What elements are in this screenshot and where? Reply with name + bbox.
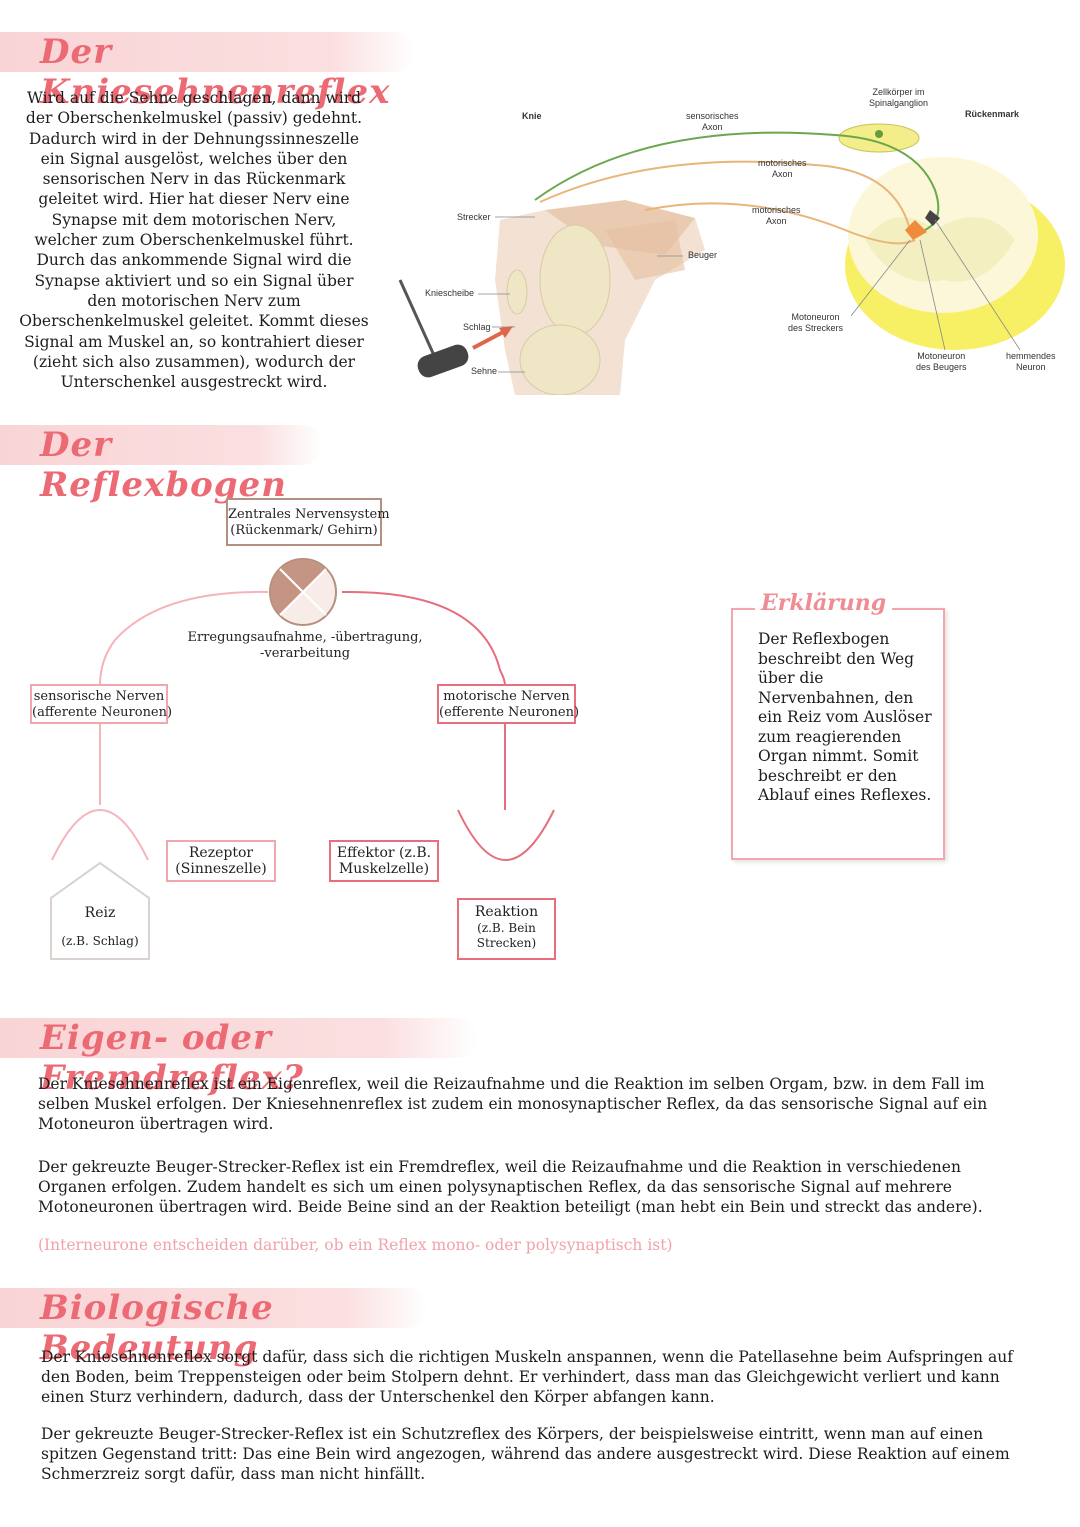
bedeutung-paragraph-2: Der gekreuzte Beuger-Strecker-Reflex ist…	[41, 1425, 1010, 1483]
reiz-shape	[50, 861, 150, 960]
label-sensorisches-axon: sensorisches Axon	[686, 111, 739, 132]
intro-paragraph: Wird auf die Sehne geschlagen, dann wird…	[6, 88, 382, 392]
box-zns: Zentrales Nervensystem (Rückenmark/ Gehi…	[226, 498, 390, 546]
intro-line: Wird auf die Sehne geschlagen, dann wird	[26, 89, 362, 107]
intro-line: der Oberschenkelmuskel (passiv) gedehnt.	[25, 109, 363, 128]
box-reaktion: Reaktion (z.B. Bein Strecken)	[457, 898, 556, 960]
intro-line: Durch das ankommende Signal wird die	[36, 251, 352, 270]
intro-line: ein Signal ausgelöst, welches über den	[40, 149, 348, 168]
label-rueckenmark: Rückenmark	[965, 109, 1020, 119]
intro-line: sensorischen Nerv in das Rückenmark	[42, 170, 346, 189]
reiz-label: Reiz	[84, 905, 116, 921]
intro-line: Oberschenkelmuskel geleitet. Kommt diese…	[19, 312, 369, 331]
heading-eigen-fremdreflex: Eigen- oder Fremdreflex?	[0, 1018, 478, 1098]
eigen-note: (Interneurone entscheiden darüber, ob ei…	[38, 1236, 673, 1254]
intro-line: Signal am Muskel an, so kontrahiert dies…	[24, 332, 364, 351]
intro-line: (zieht sich also zusammen), wodurch der	[32, 352, 356, 371]
label-erregung: Erregungsaufnahme, -übertragung, -verarb…	[187, 630, 423, 661]
erklaerung-text: Der Reflexbogen beschreibt den Weg über …	[758, 630, 932, 804]
intro-line: Synapse aktiviert und so ein Signal über	[34, 271, 354, 290]
eigen-paragraph-2: Der gekreuzte Beuger-Strecker-Reflex ist…	[38, 1158, 983, 1216]
intro-line: Unterschenkel ausgestreckt wird.	[60, 373, 328, 392]
eigen-paragraph-1: Der Kniesehnenreflex ist ein Eigenreflex…	[38, 1075, 988, 1133]
label-strecker: Strecker	[457, 212, 491, 222]
erklaerung-title: Erklärung	[755, 590, 893, 616]
label-schlag: Schlag	[463, 322, 491, 332]
label-sehne: Sehne	[471, 366, 498, 376]
box-motorische-nerven: motorische Nerven (efferente Neuronen)	[437, 684, 579, 724]
reflexbogen-diagram	[51, 558, 555, 861]
label-motoneuron-beuger: Motoneuron des Beugers	[916, 351, 967, 372]
erklaerung-box: Erklärung Der Reflexbogen beschreibt den…	[731, 590, 945, 860]
label-zellkoerper: Zellkörper im Spinalganglion	[869, 87, 929, 108]
intro-line: Synapse mit dem motorischen Nerv,	[51, 210, 337, 229]
intro-line: geleitet wird. Hier hat dieser Nerv eine	[38, 190, 350, 209]
label-kniescheibe: Kniescheibe	[425, 288, 475, 298]
heading-biologische-bedeutung: Biologische Bedeutung	[0, 1288, 428, 1368]
label-beuger: Beuger	[688, 250, 718, 260]
box-sensorische-nerven: sensorische Nerven (afferente Neuronen)	[30, 684, 172, 724]
box-rezeptor: Rezeptor (Sinneszelle)	[166, 840, 276, 882]
intro-line: Dadurch wird in der Dehnungssinneszelle	[28, 129, 360, 148]
heading-reflexbogen: Der Reflexbogen	[0, 425, 322, 505]
heading-kniesehnenreflex: Der Kniesehnenreflex	[0, 32, 415, 112]
label-motoneuron-strecker: Motoneuron des Streckers	[788, 312, 844, 333]
reaktion-label: Reaktion	[474, 904, 539, 920]
intro-line: den motorischen Nerv zum	[87, 291, 301, 310]
reiz-beispiel: (z.B. Schlag)	[61, 934, 139, 948]
knee-reflex-illustration	[398, 123, 1065, 395]
intro-line: welcher zum Oberschenkelmuskel führt.	[34, 231, 354, 250]
label-motorisches-axon-2: motorisches Axon	[752, 205, 801, 226]
label-hemmendes-neuron: hemmendes Neuron	[1006, 351, 1056, 372]
bedeutung-paragraph-1: Der Kniesehnenreflex sorgt dafür, dass s…	[41, 1348, 1013, 1406]
box-effektor: Effektor (z.B. Muskelzelle)	[329, 840, 439, 882]
reaktion-beispiel: (z.B. Bein Strecken)	[476, 921, 537, 950]
label-knie: Knie	[522, 111, 542, 121]
label-motorisches-axon-1: motorisches Axon	[758, 158, 807, 179]
